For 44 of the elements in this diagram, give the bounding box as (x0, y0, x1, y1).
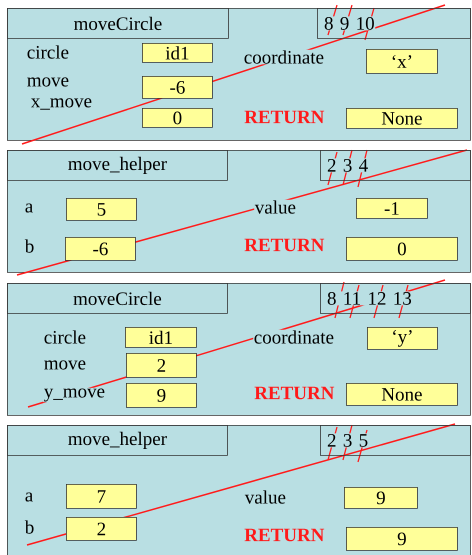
variable-name: b (24, 238, 35, 254)
value-box: 9 (346, 527, 458, 551)
value-box: 7 (66, 484, 137, 509)
variable-name: x_move (30, 98, 93, 110)
value-box: ‘x’ (366, 49, 438, 74)
value-box: None (346, 383, 458, 406)
function-name-box: moveCircle (7, 8, 229, 39)
value-box: id1 (125, 327, 197, 348)
value-box: 2 (66, 517, 137, 541)
value-box: 2 (126, 353, 197, 378)
variable-name: value (254, 200, 297, 214)
variable-name: move (43, 360, 87, 370)
function-name-box: moveCircle (7, 283, 228, 314)
return-label: RETURN (244, 528, 324, 542)
value-box: -6 (142, 76, 213, 99)
value-box: -1 (356, 198, 428, 219)
line-number-box: 8 11 12 13 (320, 283, 471, 314)
variable-name: move (26, 76, 70, 88)
return-label: RETURN (254, 386, 334, 400)
value-box: None (346, 108, 458, 129)
variable-name: value (244, 490, 287, 504)
value-box: -6 (65, 237, 136, 261)
value-box: 9 (126, 383, 197, 408)
variable-name: circle (43, 330, 87, 344)
function-name-box: move_helper (7, 425, 228, 456)
variable-name: a (24, 202, 34, 214)
line-number-box: 2 3 5 (320, 425, 471, 456)
value-box: 9 (344, 487, 418, 509)
return-label: RETURN (244, 110, 324, 124)
value-box: 5 (66, 198, 137, 221)
value-box: ‘y’ (367, 327, 438, 350)
variable-name: coordinate (243, 50, 325, 64)
line-number-box: 2 3 4 (320, 150, 471, 181)
value-box: 0 (142, 108, 213, 128)
line-number-box: 8 9 10 (317, 8, 471, 39)
value-box: id1 (142, 43, 213, 63)
variable-name: circle (26, 44, 70, 60)
variable-name: b (24, 520, 35, 534)
return-label: RETURN (244, 238, 324, 252)
variable-name: a (24, 492, 34, 502)
function-name-box: move_helper (7, 150, 228, 181)
value-box: 0 (346, 237, 458, 261)
variable-name: coordinate (253, 330, 335, 344)
variable-name: y_move (43, 388, 106, 402)
